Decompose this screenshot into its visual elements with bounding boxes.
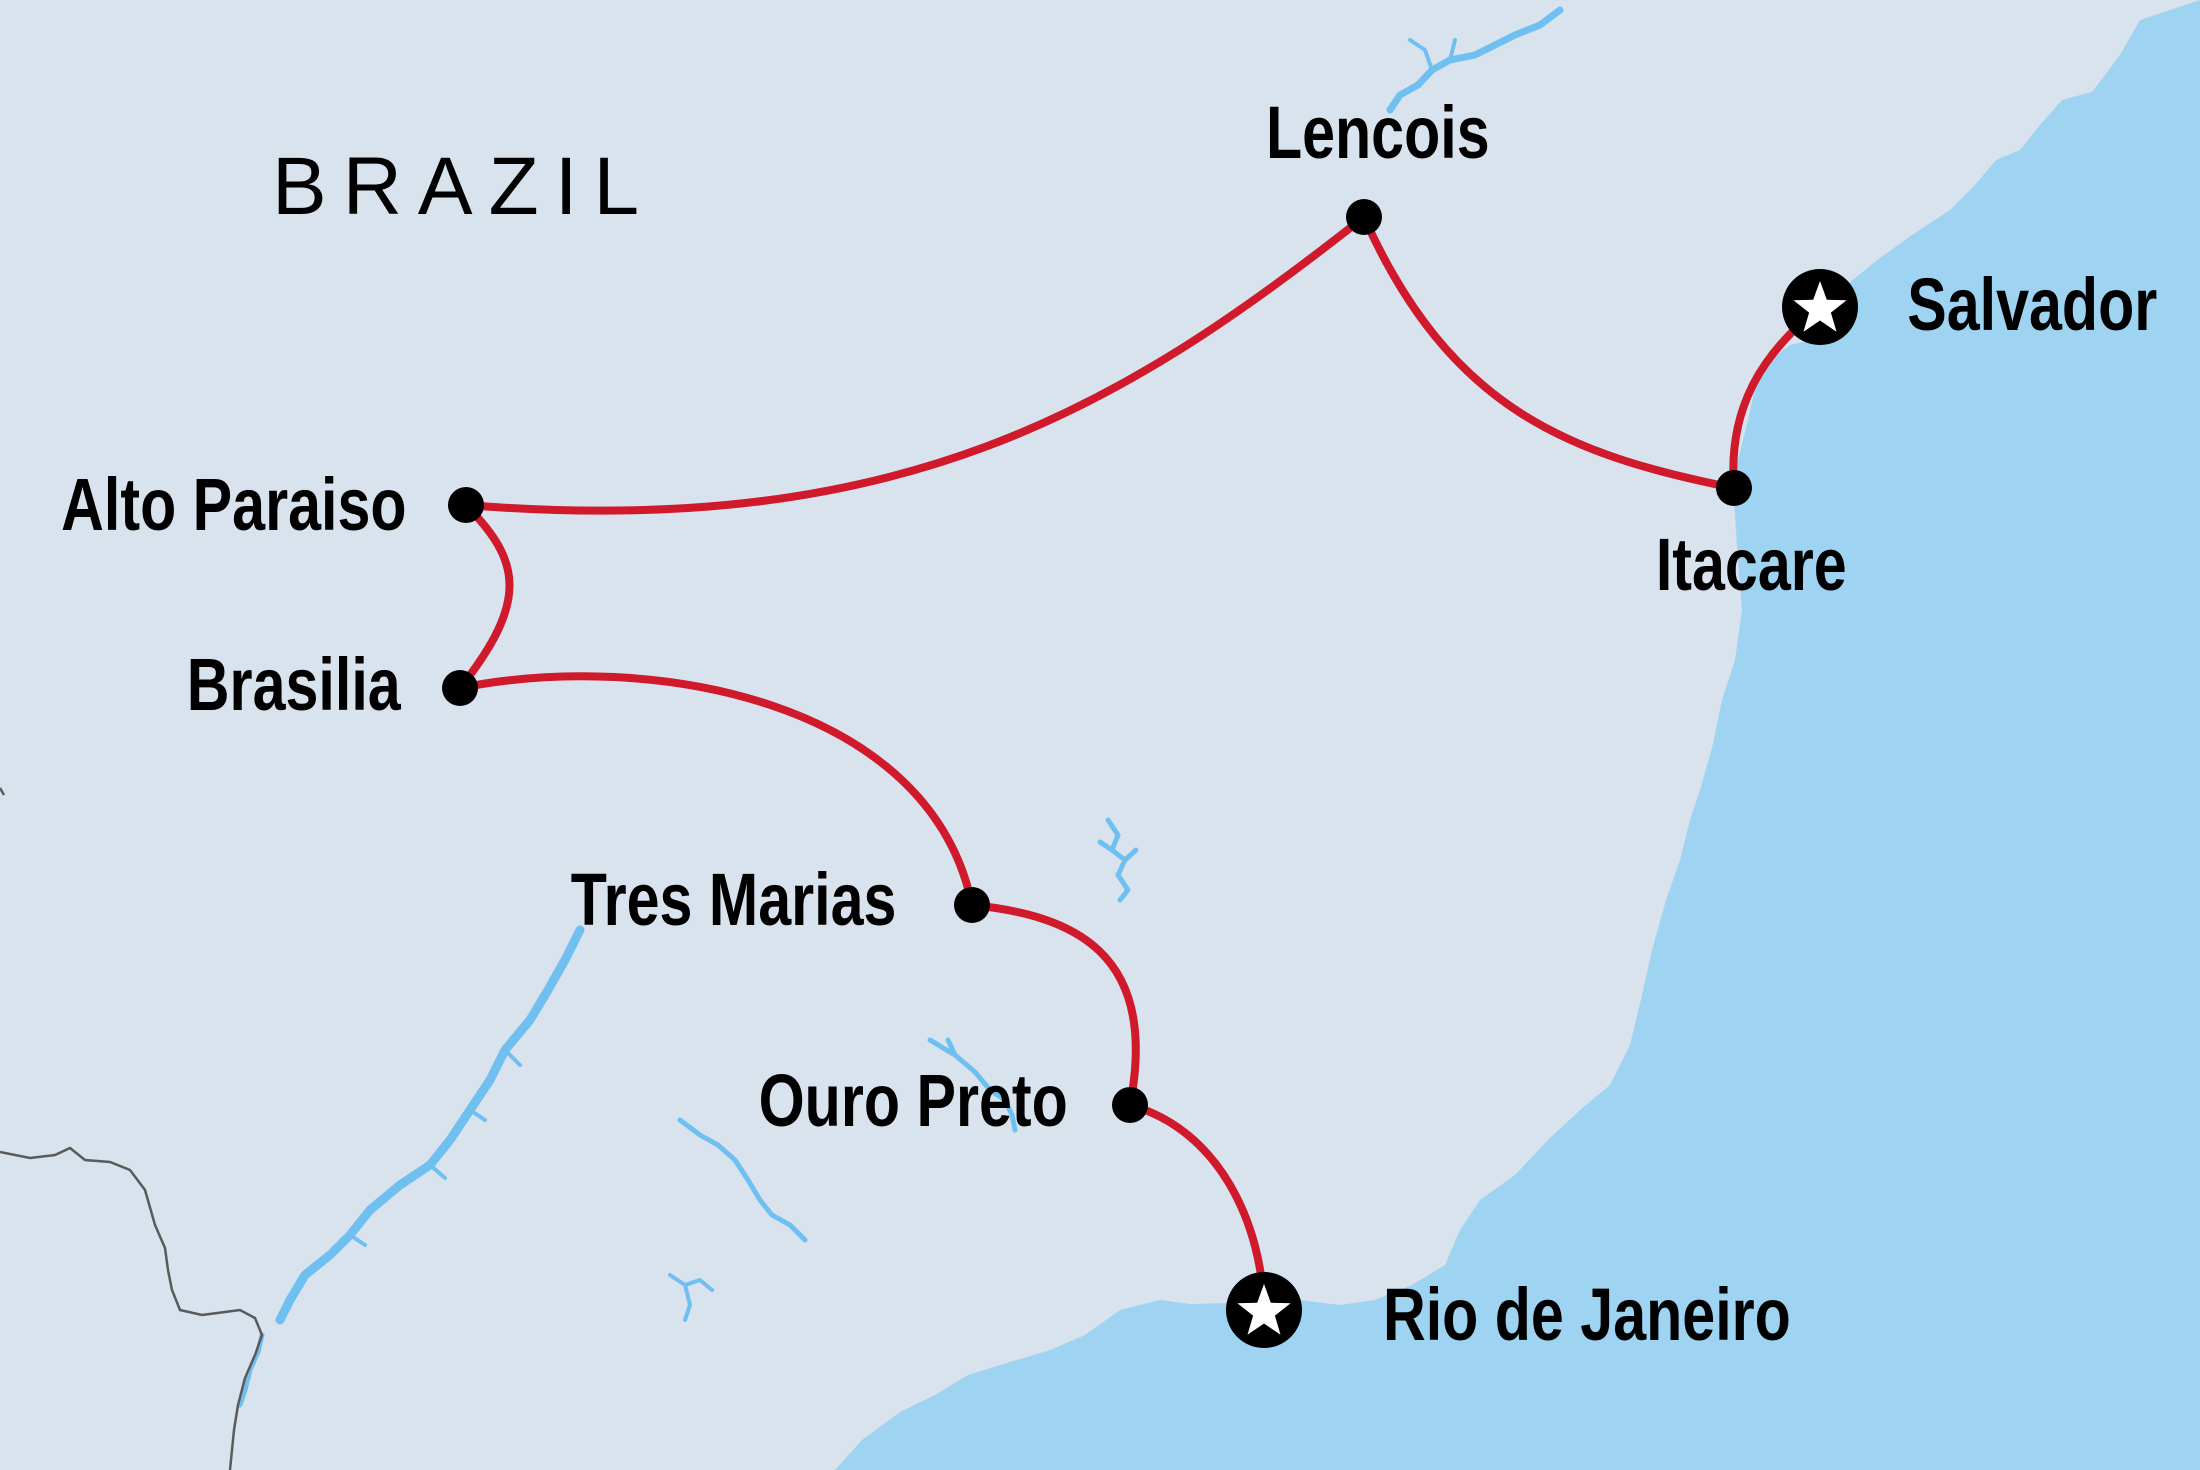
circle-stop-icon [448,487,484,523]
place-label-salvador: Salvador [1907,264,2157,347]
circle-stop-icon [954,887,990,923]
river-piracicaba [677,1117,808,1243]
lake-furnas [668,1273,714,1322]
place-label-brasilia: Brasilia [187,644,402,727]
country-label: BRAZIL [272,141,655,232]
place-label-itacare: Itacare [1656,524,1847,607]
lake-tres-marias [1097,817,1139,903]
route-segment-ouro-preto-to-tres-marias [968,901,1140,1109]
route-segment-brasilia-to-alto-paraiso [456,501,514,692]
state-border-west-tick [0,787,6,796]
stop-marker-ouro-preto [1112,1087,1148,1123]
marker-layer [442,199,1858,1348]
stop-marker-brasilia [442,670,478,706]
star-icon [1793,281,1847,332]
river-sao-francisco-upper [1386,6,1564,114]
place-label-lencois: Lencois [1266,92,1490,175]
place-label-alto-paraiso: Alto Paraiso [61,464,406,547]
stop-marker-tres-marias [954,887,990,923]
stop-marker-itacare [1716,470,1752,506]
circle-stop-icon [1716,470,1752,506]
circle-stop-icon [1346,199,1382,235]
circle-stop-icon [442,670,478,706]
stop-marker-salvador [1782,269,1858,345]
place-label-ouro-preto: Ouro Preto [759,1060,1068,1143]
river-sao-francisco-branch [1408,38,1457,72]
river-parana-tributary [348,1048,522,1247]
water-features [237,6,1564,1408]
star-icon [1237,1284,1291,1335]
river-rio-doce [927,1037,1018,1133]
route-segment-alto-paraiso-to-lencois [462,213,1368,515]
place-label-rio-de-janeiro: Rio de Janeiro [1383,1274,1791,1357]
river-parana-reservoir [275,925,585,1325]
circle-stop-icon [1112,1087,1148,1123]
route-segment-tres-marias-to-brasilia [456,672,976,909]
atlantic-ocean [835,0,2200,1470]
state-border [0,1146,264,1470]
stop-marker-rio-de-janeiro [1226,1272,1302,1348]
place-label-tres-marias: Tres Marias [571,859,897,942]
route-segment-lencois-to-itacare [1360,213,1738,492]
stop-marker-alto-paraiso [448,487,484,523]
stop-marker-lencois [1346,199,1382,235]
